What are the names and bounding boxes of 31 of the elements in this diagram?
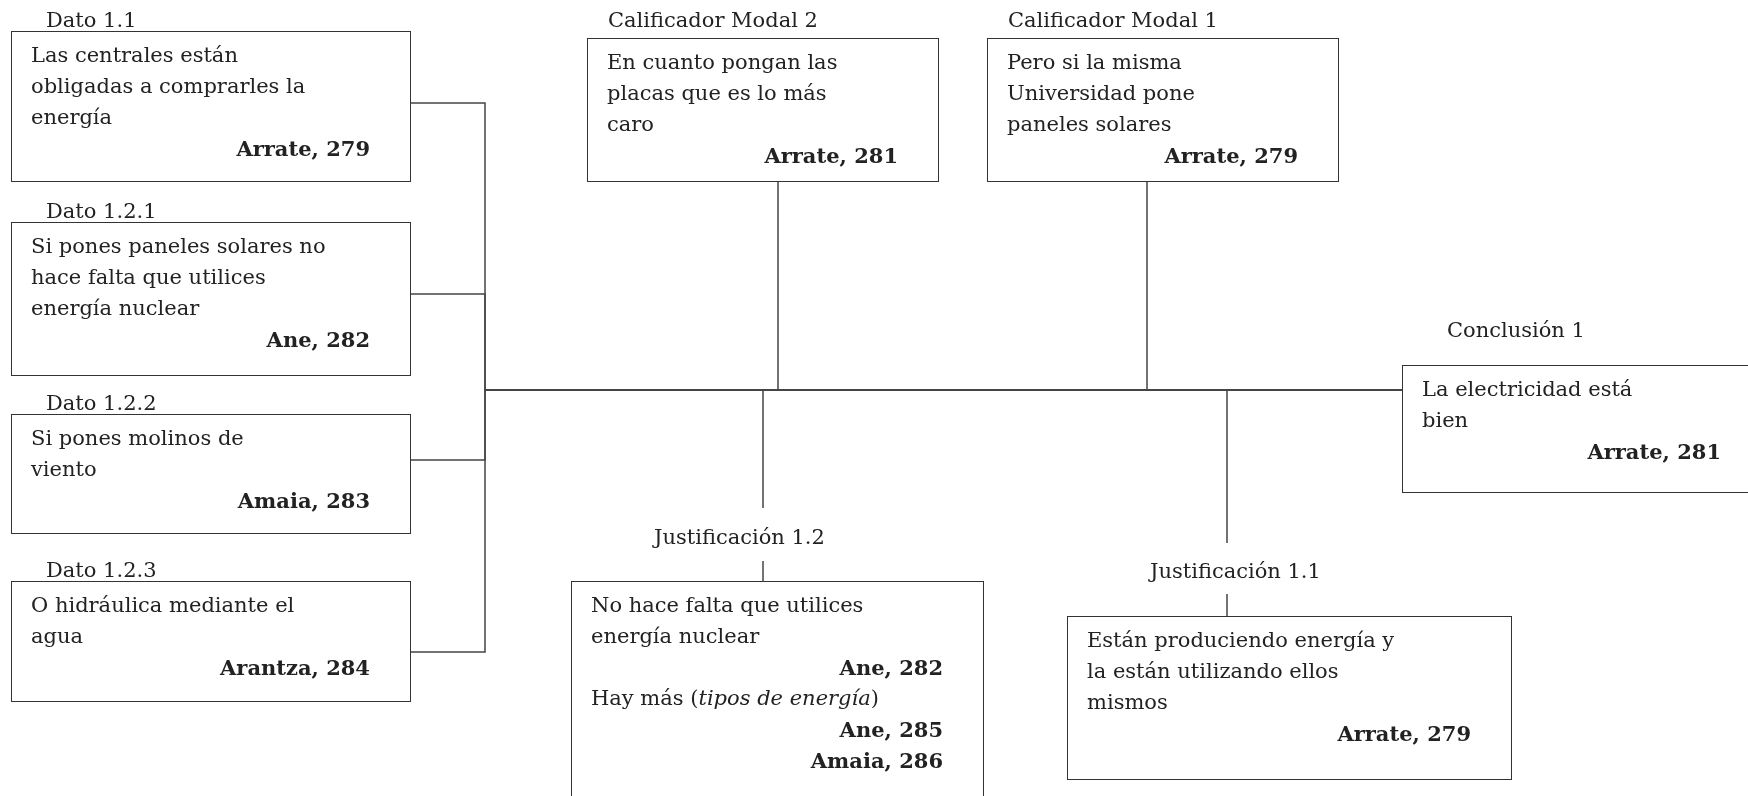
box-heading: Justificación 1.1 (1150, 558, 1321, 584)
statement-text: Si pones molinos de viento (31, 425, 245, 483)
box-heading: Calificador Modal 2 (608, 7, 818, 33)
statement-text: Pero si la misma Universidad pone paneles solares (1007, 49, 1196, 138)
box-heading: Dato 1.2.3 (46, 557, 157, 583)
statement-text: Están produciendo energía y la están utilizando ellos mismos (1087, 627, 1396, 716)
statement-text: No hace falta que utilices energía nuclear (591, 592, 865, 650)
citation: Ane, 285 (838, 716, 943, 744)
box-heading: Justificación 1.2 (654, 524, 825, 550)
citation: Arrate, 279 (235, 135, 370, 163)
box-heading: Dato 1.2.1 (46, 198, 157, 224)
statement-text: Hay más (tipos de energía) (591, 685, 880, 712)
citation: Arantza, 284 (218, 654, 370, 682)
citation: Ane, 282 (265, 326, 370, 354)
citation: Arrate, 281 (1586, 438, 1721, 466)
citation: Arrate, 281 (763, 142, 898, 170)
statement-text: Si pones paneles solares no hace falta que utilices energía nuclear (31, 233, 326, 322)
box-heading: Dato 1.2.2 (46, 390, 157, 416)
statement-text: O hidráulica mediante el agua (31, 592, 296, 650)
citation: Arrate, 279 (1163, 142, 1298, 170)
statement-text: La electricidad está bien (1422, 376, 1634, 434)
box-heading: Calificador Modal 1 (1008, 7, 1218, 33)
citation: Amaia, 283 (236, 487, 370, 515)
citation: Ane, 282 (838, 654, 943, 682)
statement-text: Las centrales están obligadas a comprarles la energía (31, 42, 307, 131)
citation: Amaia, 286 (809, 747, 943, 775)
box-heading: Conclusión 1 (1447, 317, 1585, 343)
box-heading: Dato 1.1 (46, 7, 137, 33)
statement-text: En cuanto pongan las placas que es lo más caro (607, 49, 839, 138)
connector-line (1226, 389, 1403, 544)
citation: Arrate, 279 (1336, 720, 1471, 748)
